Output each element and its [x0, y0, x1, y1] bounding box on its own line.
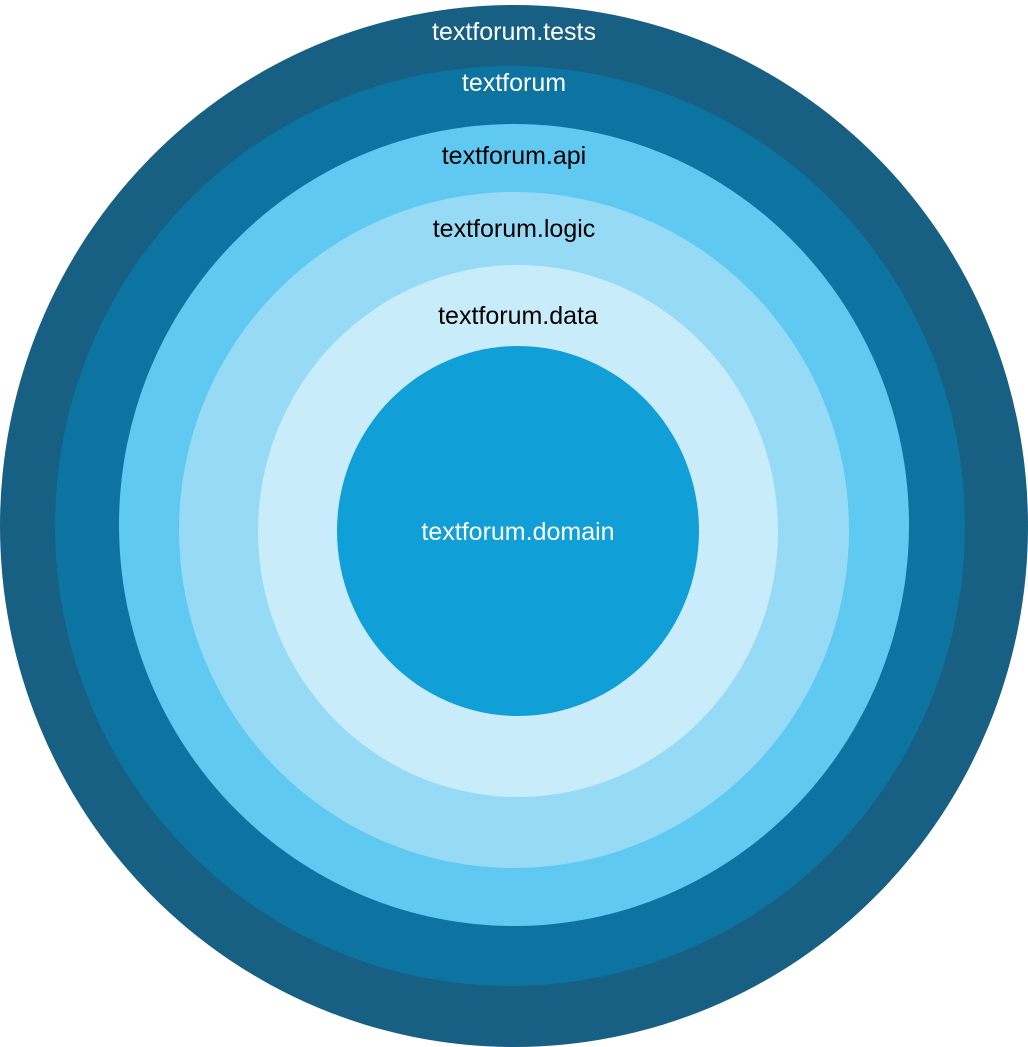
layer-label-data: textforum.data: [438, 302, 598, 330]
layer-label-domain: textforum.domain: [421, 518, 614, 546]
layer-label-api: textforum.api: [442, 142, 587, 170]
layer-core-domain: [337, 346, 699, 716]
layer-label-logic: textforum.logic: [433, 215, 596, 243]
layer-label-textforum: textforum: [462, 69, 566, 97]
layer-label-tests: textforum.tests: [432, 18, 596, 46]
